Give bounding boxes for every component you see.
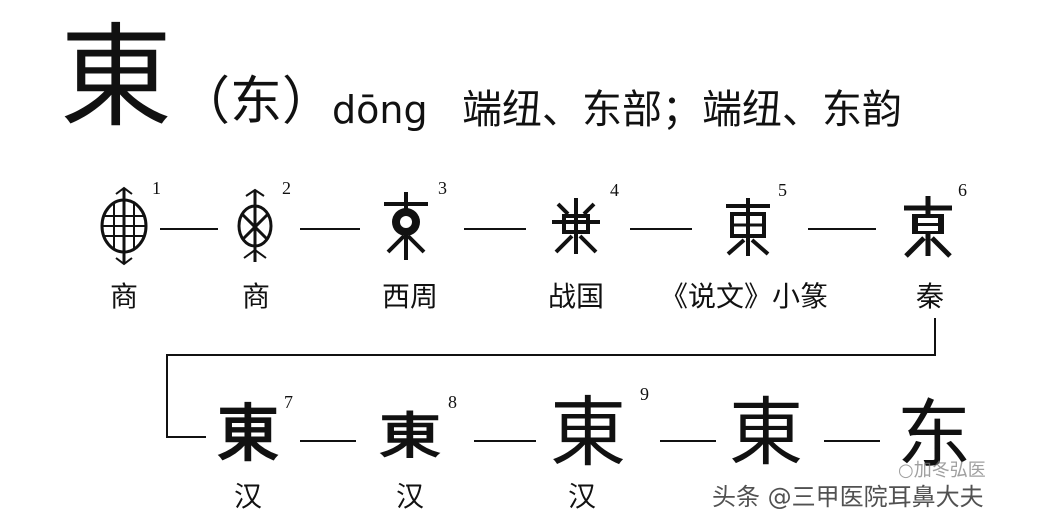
glyph-8: 東 xyxy=(378,406,441,465)
glyph-3 xyxy=(384,192,428,260)
period-label: 秦 xyxy=(915,280,944,313)
glyph-traditional: 東 xyxy=(729,390,803,476)
connector-dash xyxy=(160,228,218,230)
connector-dash xyxy=(474,440,536,442)
connector-dash xyxy=(660,440,716,442)
connector-dash xyxy=(808,228,876,230)
title-character: 東 xyxy=(60,13,172,143)
period-label: 商 xyxy=(241,280,270,313)
glyph-4 xyxy=(552,198,600,254)
watermark-top: ○加冬弘医 xyxy=(898,460,986,481)
glyph-number: 2 xyxy=(282,178,291,198)
glyph-5 xyxy=(726,198,770,256)
glyph-number: 8 xyxy=(448,392,457,412)
connector-dash xyxy=(300,440,356,442)
period-label: 汉 xyxy=(567,480,596,513)
glyph-9: 東 xyxy=(550,388,626,477)
connector-line-vertical xyxy=(166,354,168,438)
connector-line-horizontal xyxy=(166,436,206,438)
glyph-number: 5 xyxy=(778,180,787,200)
rhyme-info: 端纽、东部；端纽、东韵 xyxy=(462,87,902,133)
period-label: 战国 xyxy=(547,280,604,313)
connector-dash xyxy=(630,228,692,230)
period-label: 《说文》小篆 xyxy=(659,280,828,313)
connector-line-horizontal xyxy=(166,354,936,356)
glyph-number: 4 xyxy=(610,180,619,200)
glyph-number: 9 xyxy=(640,384,649,404)
connector-line-vertical xyxy=(934,318,936,356)
period-label: 汉 xyxy=(395,480,424,513)
connector-dash xyxy=(464,228,526,230)
glyph-number: 3 xyxy=(438,178,447,198)
glyph-2 xyxy=(237,188,273,262)
connector-dash xyxy=(824,440,880,442)
glyph-number: 7 xyxy=(284,392,293,412)
glyph-1 xyxy=(100,186,148,266)
glyph-number: 6 xyxy=(958,180,967,200)
period-label: 商 xyxy=(109,280,138,313)
period-label: 汉 xyxy=(233,480,262,513)
watermark: 头条 @三甲医院耳鼻大夫 xyxy=(712,483,984,511)
glyph-6 xyxy=(904,196,952,258)
pinyin: dōng xyxy=(332,88,428,132)
period-label: 西周 xyxy=(381,280,438,313)
glyph-number: 1 xyxy=(152,178,161,198)
connector-dash xyxy=(300,228,360,230)
glyph-simplified: 东 xyxy=(897,392,971,478)
simplified-character: （东） xyxy=(178,72,335,132)
glyph-7: 東 xyxy=(216,397,279,470)
